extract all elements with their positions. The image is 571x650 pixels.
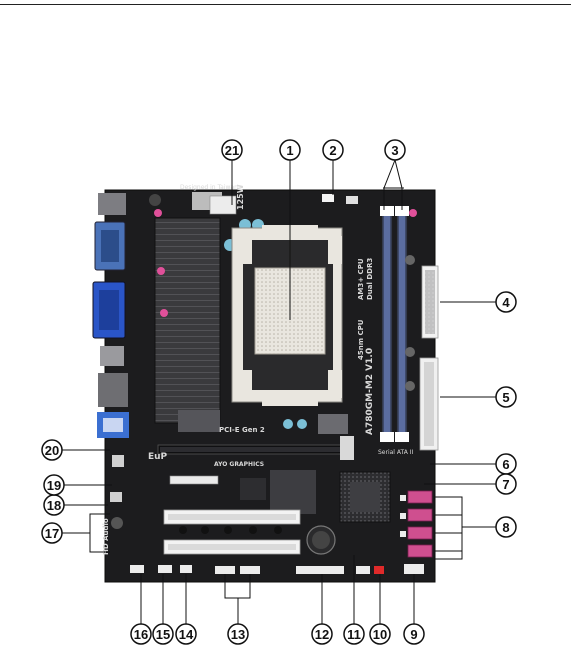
svg-text:19: 19	[47, 478, 61, 493]
svg-text:9: 9	[410, 627, 417, 642]
front-panel-header	[404, 564, 424, 574]
svg-text:17: 17	[45, 526, 59, 541]
svg-text:1: 1	[286, 143, 293, 158]
callout-7: 7	[495, 473, 517, 495]
audio-chip	[240, 478, 266, 500]
svg-text:4: 4	[502, 295, 510, 310]
sata-port-4	[407, 544, 433, 558]
callout-2: 2	[322, 139, 344, 161]
cpu-fan-header-2	[112, 455, 124, 467]
sata-port-2	[407, 508, 433, 522]
callout-6: 6	[495, 453, 517, 475]
callout-17: 17	[41, 522, 63, 544]
callout-10: 10	[369, 623, 391, 645]
clear-cmos-jumper	[374, 566, 384, 574]
svg-text:2: 2	[329, 143, 336, 158]
cap-accent	[154, 209, 162, 217]
callout-3: 3	[384, 139, 406, 161]
speaker-header	[356, 566, 370, 574]
jtag-header	[110, 492, 122, 502]
silk-wattage: 125W	[236, 184, 245, 210]
svg-text:18: 18	[47, 498, 61, 513]
pcie-x1-slot	[169, 475, 219, 485]
svg-text:10: 10	[373, 627, 387, 642]
silk-sata: Serial ATA II	[378, 449, 414, 456]
callout-14: 14	[175, 623, 197, 645]
spdif-header	[158, 565, 172, 573]
callout-18: 18	[43, 494, 65, 516]
svg-text:12: 12	[315, 627, 329, 642]
silk-model: A780GM-M2 V1.0	[365, 348, 375, 435]
callout-markers: 21 1 2 3 4 5 6 7 8 9 10 11 12 13 14 15 1…	[41, 139, 517, 645]
svg-text:3: 3	[391, 143, 398, 158]
svg-text:5: 5	[502, 390, 509, 405]
callout-19: 19	[43, 474, 65, 496]
callout-8: 8	[495, 516, 517, 538]
atx-12v-connector	[209, 195, 237, 215]
svg-text:21: 21	[225, 143, 239, 158]
top-rule	[0, 4, 571, 5]
callout-9: 9	[403, 623, 425, 645]
heatsink	[154, 217, 221, 424]
silk-made-in: Designed in Taiwan	[180, 184, 238, 191]
sata-port-1	[407, 490, 433, 504]
svg-text:13: 13	[231, 627, 245, 642]
usb-port-a	[100, 346, 124, 366]
callout-12: 12	[311, 623, 333, 645]
callout-4: 4	[495, 291, 517, 313]
svg-text:20: 20	[45, 443, 59, 458]
silk-eup: EuP	[148, 452, 168, 462]
callout-21: 21	[221, 139, 243, 161]
sata-port-3	[407, 526, 433, 540]
svg-text:14: 14	[179, 627, 194, 642]
silk-pcie: PCI-E Gen 2	[219, 426, 265, 434]
leader-lines	[62, 159, 496, 625]
callout-15: 15	[152, 623, 174, 645]
callout-11: 11	[343, 623, 365, 645]
silk-audio: HD Audio	[102, 518, 110, 555]
callout-16: 16	[130, 623, 152, 645]
silk-memory: Dual DDR3	[366, 258, 374, 300]
silk-cpu-line2: 45nm CPU	[357, 319, 365, 360]
front-audio-header	[130, 565, 144, 573]
callout-13: 13	[227, 623, 249, 645]
lpt-header	[296, 566, 344, 574]
silk-cpu-line1: AM3+ CPU	[357, 258, 365, 300]
usb-header-1	[215, 566, 235, 574]
cd-in-header	[180, 565, 192, 573]
cpu-fan-header	[322, 194, 334, 202]
callout-20: 20	[41, 439, 63, 461]
svg-text:6: 6	[502, 457, 509, 472]
callout-5: 5	[495, 386, 517, 408]
usb-header-2	[240, 566, 260, 574]
svg-text:16: 16	[134, 627, 148, 642]
svg-text:7: 7	[502, 477, 509, 492]
svg-text:11: 11	[347, 627, 361, 642]
ps2-port	[98, 193, 126, 215]
silk-ready: AYO GRAPHICS	[214, 461, 264, 468]
lan-usb-port	[98, 373, 128, 407]
callout-1: 1	[279, 139, 301, 161]
svg-text:8: 8	[502, 520, 509, 535]
svg-text:15: 15	[156, 627, 170, 642]
